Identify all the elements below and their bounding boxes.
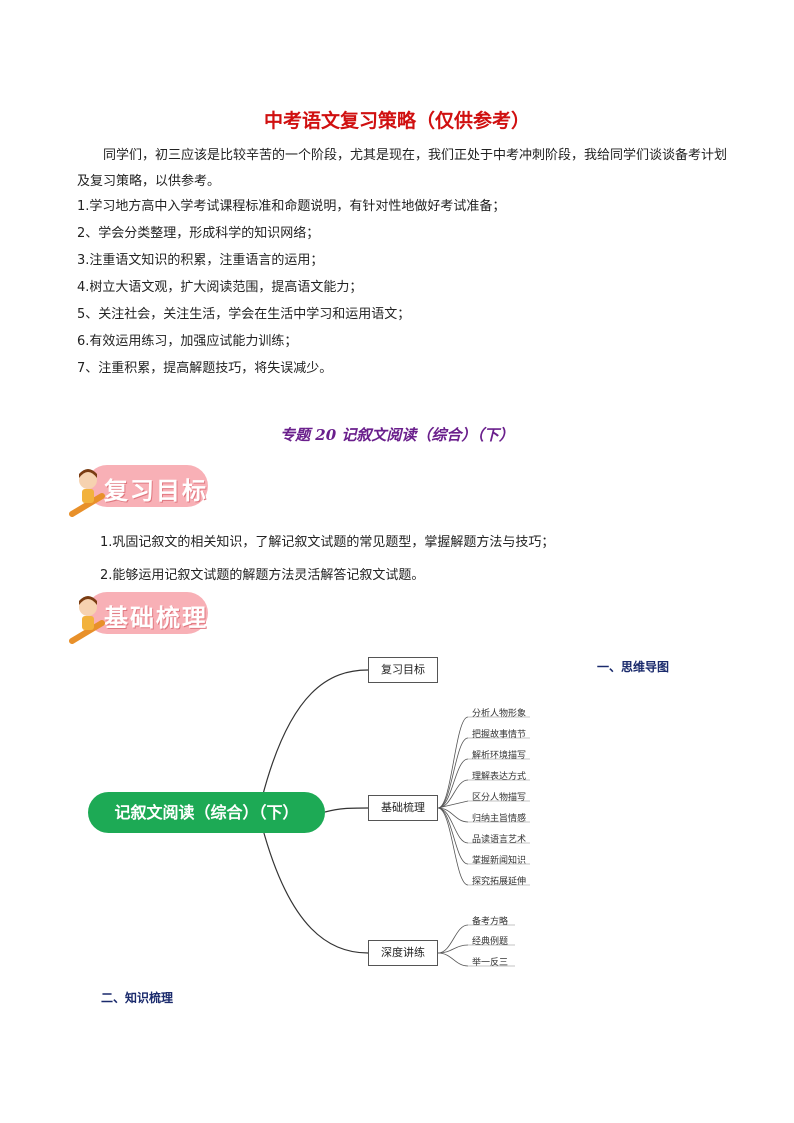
mindmap-leaf: 举一反三 [472,958,509,968]
mindmap-branch-node: 深度讲练 [368,940,438,966]
strategy-item: 4.树立大语文观，扩大阅读范围，提高语文能力； [77,280,363,295]
strategy-item: 7、注重积累，提高解题技巧，将失误减少。 [77,361,333,376]
mindmap-leaf: 把握故事情节 [472,730,527,740]
mindmap-leaf: 品读语言艺术 [472,835,527,845]
strategy-item: 2、学会分类整理，形成科学的知识网络； [77,226,320,241]
section-heading: 二、知识梳理 [101,991,174,1005]
strategy-item: 3.注重语文知识的积累，注重语言的运用； [77,253,324,268]
mindmap-branch-node: 基础梳理 [368,795,438,821]
intro-paragraph: 同学们，初三应该是比较辛苦的一个阶段，尤其是现在，我们正处于中考冲刺阶段，我给同… [77,148,728,189]
mindmap-leaf: 探究拓展延伸 [472,877,527,887]
goal-item: 2.能够运用记叙文试题的解题方法灵活解答记叙文试题。 [100,568,425,583]
strategy-item: 5、关注社会，关注生活，学会在生活中学习和运用语文； [77,307,411,322]
topic-title: 专题 20 记叙文阅读（综合）（下） [280,426,514,444]
mindmap-leaf: 分析人物形象 [472,709,527,719]
banner-pill: 复习目标 [86,465,208,507]
mindmap-branch-node: 复习目标 [368,657,438,683]
mindmap-root-node: 记叙文阅读（综合）（下） [88,792,325,833]
mindmap-leaf: 理解表达方式 [472,772,527,782]
basic-review-banner: 基础梳理 [68,589,218,644]
goal-item: 1.巩固记叙文的相关知识，了解记叙文试题的常见题型，掌握解题方法与技巧； [100,535,555,550]
banner-label: 基础梳理 [104,603,208,632]
mindmap-leaf: 归纳主旨情感 [472,814,527,824]
banner-pill: 基础梳理 [86,592,208,634]
page-title: 中考语文复习策略（仅供参考） [263,110,530,132]
mindmap-leaf: 备考方略 [472,917,509,927]
girl-with-pencil-icon [69,596,105,644]
mindmap-leaf: 区分人物描写 [472,793,527,803]
strategy-item: 6.有效运用练习，加强应试能力训练； [77,334,298,349]
mindmap-leaf: 掌握新闻知识 [472,856,527,866]
review-goals-banner: 复习目标 [68,462,218,517]
banner-label: 复习目标 [104,476,208,505]
mindmap-leaf: 解析环境描写 [472,751,527,761]
mindmap-heading: 一、思维导图 [597,660,670,674]
girl-with-pencil-icon [69,469,105,517]
mindmap-leaf: 经典例题 [472,937,509,947]
strategy-item: 1.学习地方高中入学考试课程标准和命题说明，有针对性地做好考试准备； [77,199,506,214]
